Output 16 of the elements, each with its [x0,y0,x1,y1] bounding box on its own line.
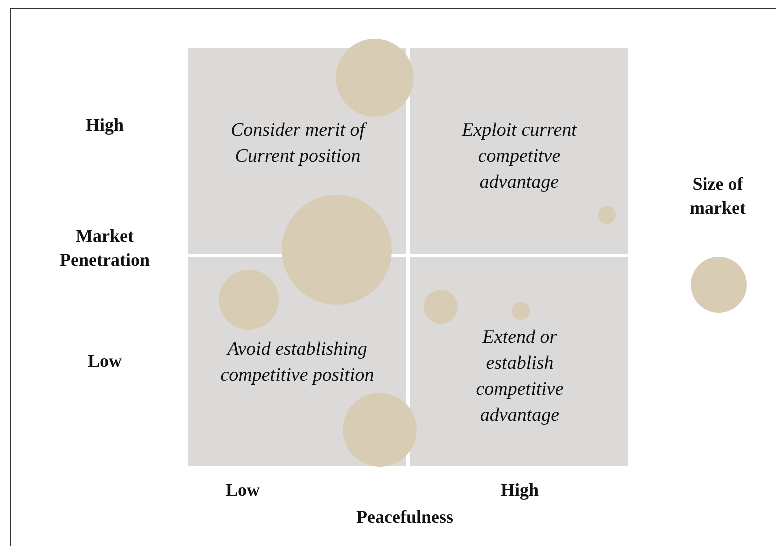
quadrant-panel [410,48,628,254]
axis-title: Peacefulness [356,506,454,529]
axis-title: Market Penetration [59,225,151,272]
quadrant-text: Extend or establish competitive advantage [475,326,565,428]
axis-tick-label: High [84,114,125,137]
bubble [282,195,392,305]
quadrant-text: Consider merit of Current position [230,119,368,169]
legend-label: Size of market [689,173,747,220]
quadrant-text: Avoid establishing competitive position [220,338,376,388]
bubble [336,39,414,117]
axis-tick-label: Low [86,350,123,373]
quadrant-text: Exploit current competitve advantage [461,119,578,195]
quadrant-panel [410,257,628,466]
axis-tick-label: Low [224,479,261,502]
axis-tick-label: High [500,479,540,502]
bubble [343,393,417,467]
